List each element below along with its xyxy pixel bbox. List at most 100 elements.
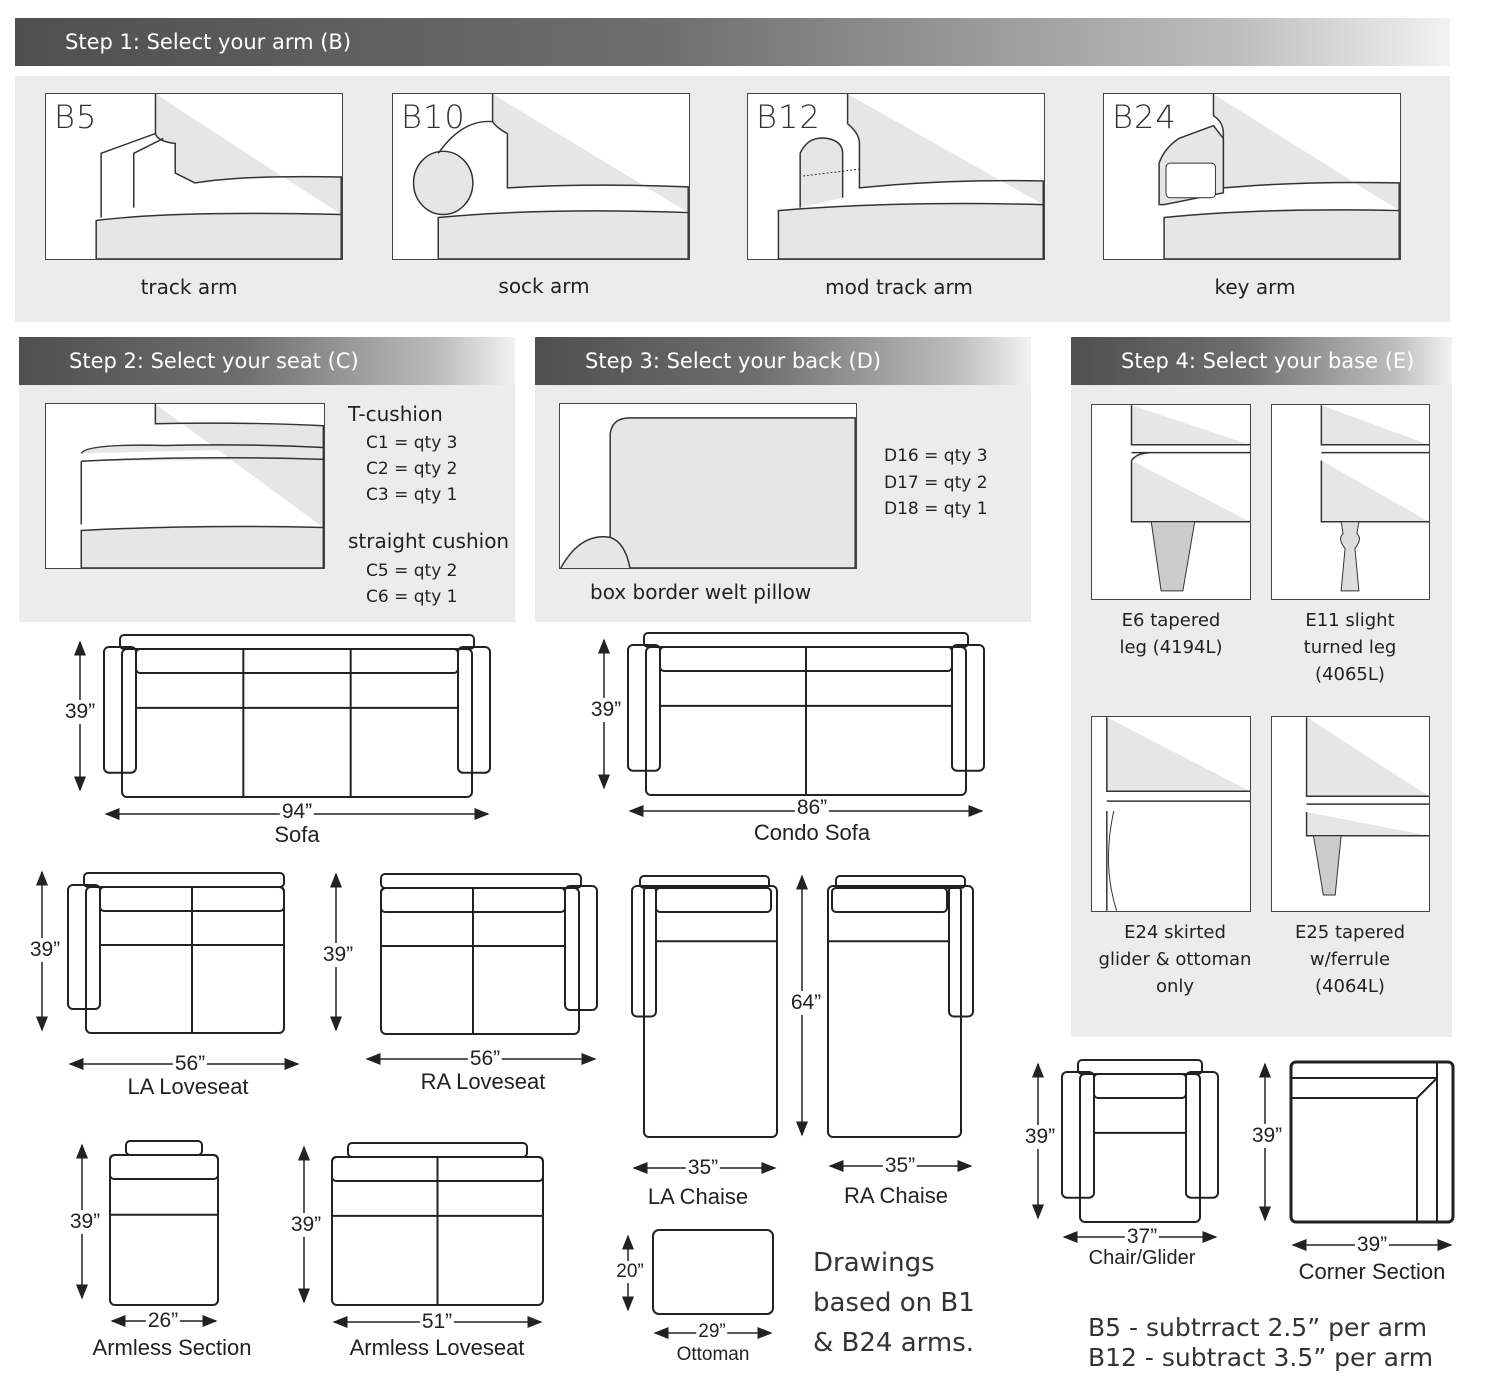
back-option: D16 = qty 3 [884,446,988,466]
sofa-back [83,872,285,888]
sock-arm-illustration [412,94,689,259]
sofa-base [109,1154,219,1306]
la-loveseat-width: 56” [172,1052,208,1076]
sofa-base [1079,1073,1201,1223]
sofa-back [119,634,475,650]
sofa-arm [457,646,491,774]
sofa-base [380,887,580,1035]
corner-depth: 39” [1249,1124,1285,1148]
armless-section-depth: 39” [67,1210,103,1234]
sofa-arm [1185,1071,1219,1199]
chair-name: Chair/Glider [1088,1247,1196,1269]
b5-note: B5 - subtrract 2.5” per arm [1088,1313,1428,1342]
base-option-e24[interactable] [1091,716,1251,912]
base-option-e11[interactable] [1271,404,1430,600]
chair-depth: 39” [1022,1125,1058,1149]
step3-header: Step 3: Select your back (D) [535,337,1031,385]
base-label-line: w/ferrule [1309,949,1391,970]
step1-header: Step 1: Select your arm (B) [15,18,1450,66]
corner-width: 39” [1354,1233,1390,1257]
arm-code: B10 [401,98,466,136]
sofa-name: Sofa [274,822,320,847]
chaise-base [827,885,962,1138]
base-option-e6[interactable] [1091,404,1251,600]
arm-label-sock: sock arm [498,274,590,298]
sofa-back [1077,1059,1203,1075]
ottoman-name: Ottoman [676,1344,750,1365]
condo-sofa-depth: 39” [588,698,624,722]
base-option-e25[interactable] [1271,716,1430,912]
straight-cushion-heading: straight cushion [348,529,510,553]
key-arm-illustration [1158,94,1400,259]
t-cushion-option: C2 = qty 2 [366,459,458,479]
ottoman-width: 29” [696,1321,728,1343]
straight-cushion-option: C6 = qty 1 [366,587,458,607]
corner-name: Corner Section [1298,1259,1446,1284]
back-option: D17 = qty 2 [884,473,988,493]
sofa-arm [103,646,137,774]
sofa-back [380,873,582,889]
drawings-note: based on B1 [813,1288,975,1318]
chair-width: 37” [1124,1225,1160,1249]
mod-track-arm-illustration [777,94,1044,259]
la-loveseat-name: LA Loveseat [127,1074,249,1099]
back-cushion [655,887,772,913]
base-label-line: (4065L) [1315,664,1385,685]
back-cushion [1093,1073,1187,1099]
drawings-note: & B24 arms. [813,1328,975,1358]
chaise-base [643,885,778,1138]
armless-loveseat-name: Armless Loveseat [349,1335,525,1360]
ottoman-depth: 20” [614,1261,646,1283]
armless-loveseat-depth: 39” [288,1213,324,1237]
sofa-arm [67,884,101,1010]
condo-sofa-width: 86” [794,796,830,820]
la-chaise-width: 35” [685,1156,721,1180]
sofa-width: 94” [279,800,315,824]
ra-chaise-name: RA Chaise [844,1183,948,1208]
back-cushion [135,648,459,674]
ra-chaise-width: 35” [882,1154,918,1178]
sofa-back [125,1140,203,1156]
sofa-arm [627,644,661,772]
t-cushion-option: C3 = qty 1 [366,485,458,505]
drawings-note: Drawings [813,1248,935,1278]
base-label-line: E6 tapered [1121,610,1221,631]
sofa-base [85,886,285,1034]
sofa-back [643,632,969,648]
base-label-e11: E11 slight turned leg (4065L) [1304,607,1397,688]
sofa-depth: 39” [62,700,98,724]
track-arm-illustration [95,94,342,259]
chaise-depth: 64” [788,991,824,1015]
ra-loveseat-width: 56” [467,1047,503,1071]
la-chaise-name: LA Chaise [647,1184,749,1209]
base-label-line: E24 skirted [1124,922,1226,943]
base-label-line: glider & ottoman [1098,949,1252,970]
ottoman-outline [652,1229,774,1315]
back-cushion [831,887,948,913]
t-cushion-option: C1 = qty 3 [366,433,458,453]
seat-illustration [45,403,325,569]
sofa-base [121,648,473,798]
arm-code: B12 [756,98,821,136]
armless-section-name: Armless Section [92,1335,252,1360]
arm-option-b5[interactable]: B5 [45,93,343,260]
corner-cushion [1416,1077,1438,1099]
step2-header: Step 2: Select your seat (C) [19,337,515,385]
base-label-line: E25 tapered [1294,922,1406,943]
arm-label-key: key arm [1214,275,1296,299]
arm-option-b12[interactable]: B12 [747,93,1045,260]
straight-cushion-option: C5 = qty 2 [366,561,458,581]
t-cushion-heading: T-cushion [348,402,443,426]
arm-code: B5 [54,98,98,136]
step4-header: Step 4: Select your base (E) [1071,337,1452,385]
base-label-line: turned leg [1303,637,1397,658]
arm-option-b10[interactable]: B10 [392,93,690,260]
ra-loveseat-depth: 39” [320,943,356,967]
ra-loveseat-name: RA Loveseat [420,1069,546,1094]
arm-option-b24[interactable]: B24 [1103,93,1401,260]
base-label-line: E11 slight [1305,610,1395,631]
